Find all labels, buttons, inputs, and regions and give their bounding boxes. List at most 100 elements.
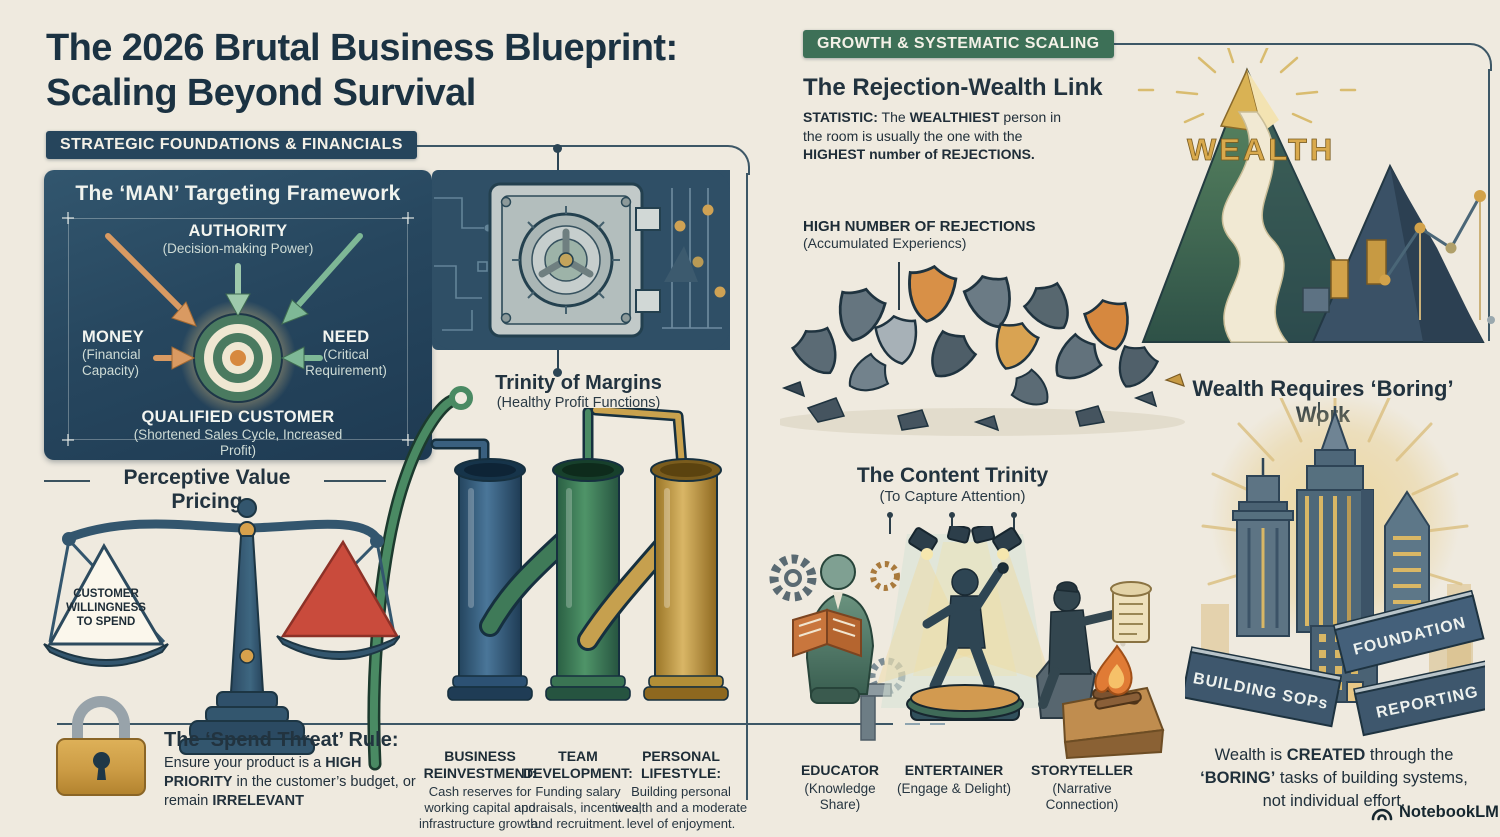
storyteller-person	[1038, 581, 1120, 709]
margin-item-team: TEAM DEVELOPMENT: Funding salary aporais…	[514, 748, 642, 831]
connector-dot	[553, 368, 562, 377]
authority-arrow-left	[105, 233, 187, 315]
trinity-item-educator: EDUCATOR (Knowledge Share)	[800, 762, 880, 812]
frame-line	[746, 173, 748, 800]
frame-line	[1098, 43, 1470, 45]
balance-scale-illustration	[43, 498, 400, 755]
pricing-title: Perceptive Value Pricing	[123, 466, 291, 513]
rejection-title: The Rejection-Wealth Link	[803, 74, 1103, 101]
rule-title: The ‘Spend Threat’ Rule:	[164, 729, 399, 751]
trinity-heading: The Content Trinity (To Capture Attentio…	[840, 464, 1065, 505]
gold-bar	[1366, 239, 1387, 285]
wealth-peak-label: WEALTH	[1187, 132, 1335, 167]
man-qualified: QUALIFIED CUSTOMER (Shortened Sales Cycl…	[133, 408, 343, 459]
frame-corner	[722, 145, 750, 175]
page-title: The 2026 Brutal Business Blueprint: Scal…	[46, 26, 766, 116]
heading-dash	[324, 480, 386, 482]
connector-line	[1013, 516, 1015, 534]
connector-dot	[887, 512, 893, 518]
right-pan	[276, 635, 400, 660]
margins-title: Trinity of Margins	[495, 372, 662, 394]
vault-chart-decoration	[662, 188, 726, 329]
spend-threat-rule: The ‘Spend Threat’ Rule: Ensure your pro…	[164, 729, 416, 811]
performer	[922, 562, 1009, 692]
campfire	[1092, 644, 1142, 710]
winding-path	[1221, 111, 1289, 343]
frame-line	[57, 723, 893, 725]
notebooklm-brand: NotebookLM	[1370, 803, 1499, 822]
man-authority: AUTHORITY (Decision-making Power)	[162, 222, 314, 256]
frame-dash	[930, 723, 945, 725]
circuit-traces	[434, 197, 492, 331]
margins-heading: Trinity of Margins (Healthy Profit Funct…	[466, 372, 691, 411]
educator-figure	[769, 554, 906, 741]
notebooklm-icon	[1371, 808, 1393, 820]
rule-text: Ensure your product is a HIGH PRIORITY i…	[164, 755, 416, 809]
right-pan-triangle	[280, 539, 400, 638]
section-badge-growth: GROWTH & SYSTEMATIC SCALING	[803, 30, 1114, 58]
padlock-icon	[52, 696, 152, 800]
grey-block	[1302, 287, 1330, 313]
man-framework-title: The ‘MAN’ Targeting Framework	[75, 182, 401, 205]
growth-line-chart	[1379, 190, 1495, 324]
connector-line	[557, 349, 559, 369]
margins-subtitle: (Healthy Profit Functions)	[496, 395, 661, 411]
sun-rays	[1137, 48, 1357, 124]
boring-outro-text: Wealth is CREATED through the ‘BORING’ t…	[1200, 746, 1468, 810]
scroll	[1110, 581, 1152, 643]
gold-peak-highlight	[1247, 70, 1279, 132]
feed-tubes	[430, 408, 688, 476]
man-inner-frame	[68, 218, 408, 440]
trinity-title: The Content Trinity	[856, 464, 1049, 487]
pipe-team	[545, 458, 631, 701]
slab-foundation: FOUNDATION	[1332, 589, 1485, 674]
door-hinge	[635, 207, 661, 231]
trinity-subtitle: (To Capture Attention)	[879, 488, 1026, 505]
margin-item-business: BUSINESS REINVESTMENT: Cash reserves for…	[418, 748, 542, 831]
right-mountain-facet	[1390, 166, 1483, 342]
trinity-item-entertainer: ENTERTAINER (Engage & Delight)	[896, 762, 1012, 796]
left-pan	[43, 643, 169, 667]
man-need: NEED (Critical Requirement)	[305, 328, 387, 379]
connector-line	[951, 516, 953, 534]
connector-dot	[553, 144, 562, 153]
connector-dot	[949, 512, 955, 518]
dial-ticks	[512, 206, 620, 314]
statistic-text: STATISTIC: The WEALTHIEST person in the …	[803, 109, 1062, 163]
spotlights	[908, 526, 1022, 555]
man-money: MONEY (Financial Capacity)	[82, 328, 145, 379]
frame-tick	[62, 434, 74, 446]
trinity-item-storyteller: STORYTELLER (Narrative Connection)	[1031, 762, 1133, 812]
connector-line	[889, 516, 891, 534]
keyhole	[93, 752, 110, 769]
frame-dash	[905, 723, 920, 725]
frame-line	[1488, 69, 1490, 341]
connector-line	[898, 262, 900, 310]
connector-dot	[1011, 512, 1017, 518]
page-title-line2: Scaling Beyond Survival	[46, 71, 476, 114]
connector-line	[557, 152, 559, 172]
shards	[781, 381, 1158, 432]
door-hinge	[635, 289, 661, 313]
man-framework-panel: The ‘MAN’ Targeting Framework AUTHORITY …	[44, 170, 432, 460]
rejections-label: HIGH NUMBER OF REJECTIONS (Accumulated E…	[803, 218, 1036, 251]
section-badge-strategic: STRATEGIC FOUNDATIONS & FINANCIALS	[46, 131, 417, 159]
margins-pipes-illustration	[430, 408, 729, 701]
door-bolts	[500, 196, 632, 324]
content-trinity-illustration	[769, 526, 1165, 760]
authority-arrow-right	[291, 233, 363, 313]
left-pan-triangle	[47, 542, 165, 646]
frame-tick	[62, 212, 74, 224]
pan-label: CUSTOMER WILLINGNESS TO SPEND	[66, 588, 146, 628]
green-pipe-connector	[367, 386, 473, 771]
margin-item-lifestyle: PERSONAL LIFESTYLE: Building personal we…	[614, 748, 748, 831]
wealth-mountain-illustration: WEALTH	[1137, 48, 1495, 343]
pipe-lifestyle	[643, 458, 729, 701]
heading-dash	[44, 480, 90, 482]
gold-bar	[1330, 259, 1349, 299]
storyteller-figure	[1035, 581, 1165, 760]
vault-door	[488, 182, 661, 338]
notebooklm-label: NotebookLM	[1399, 803, 1499, 821]
building-illustration: BUILDING SOPs FOUNDATION REPORTING	[1185, 398, 1485, 737]
